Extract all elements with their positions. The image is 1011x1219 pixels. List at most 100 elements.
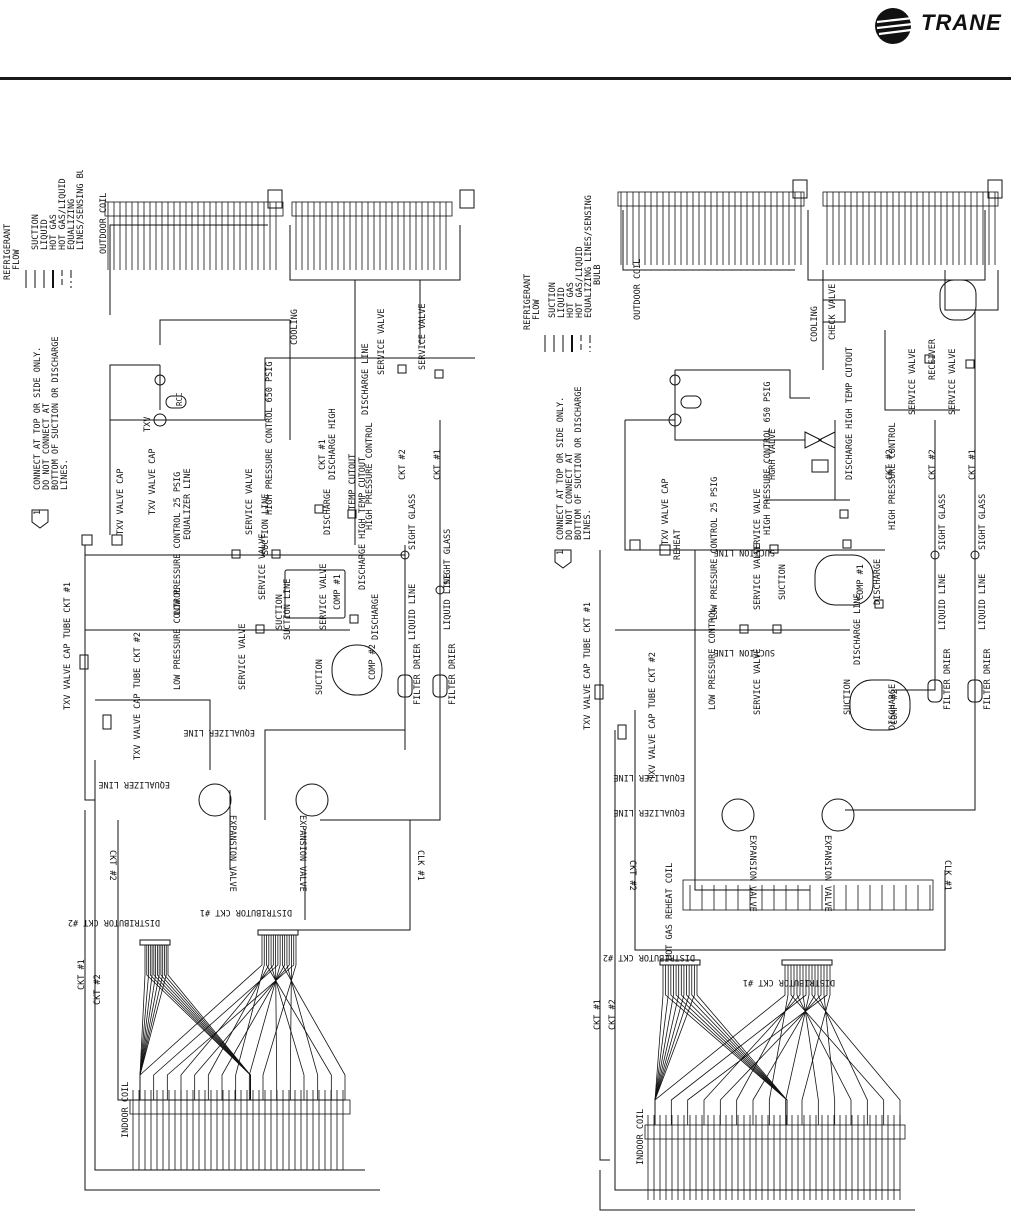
svg-text:SIGHT GLASS: SIGHT GLASS [443, 529, 453, 585]
svg-text:CKT #1: CKT #1 [968, 449, 978, 480]
distributor-tube [654, 965, 786, 1125]
svg-text:SERVICE VALVE: SERVICE VALVE [238, 623, 248, 690]
svg-text:CKT #2: CKT #2 [608, 999, 618, 1030]
svg-text:CKT #1: CKT #1 [77, 959, 87, 990]
svg-text:LOW PRESSURE CONTROL: LOW PRESSURE CONTROL [708, 608, 718, 710]
left-outdoor-coil [104, 189, 475, 270]
distributor-tube [266, 935, 332, 1100]
svg-text:CKT #2: CKT #2 [885, 449, 895, 480]
svg-text:TEMP CUTOUT: TEMP CUTOUT [348, 454, 358, 510]
svg-text:BOTTOM OF SUCTION OR DISCHARGE: BOTTOM OF SUCTION OR DISCHARGE [574, 386, 584, 540]
svg-text:SERVICE VALVE: SERVICE VALVE [319, 563, 329, 630]
svg-text:LINES.: LINES. [583, 509, 593, 540]
svg-text:LOW PRESSURE CONTROL 25 PSIG: LOW PRESSURE CONTROL 25 PSIG [173, 472, 183, 615]
svg-text:CKT #1: CKT #1 [318, 439, 328, 470]
svg-text:CONNECT AT TOP OR SIDE ONLY.: CONNECT AT TOP OR SIDE ONLY. [33, 347, 43, 490]
svg-text:DISTRIBUTOR CKT #2: DISTRIBUTOR CKT #2 [68, 917, 160, 927]
svg-text:TXV VALVE CAP TUBE CKT #2: TXV VALVE CAP TUBE CKT #2 [648, 652, 658, 780]
svg-text:HIGH PRESSURE CONTROL: HIGH PRESSURE CONTROL [365, 423, 375, 530]
svg-text:FILTER DRIER: FILTER DRIER [983, 648, 993, 710]
brand-name: TRANE [921, 10, 1002, 35]
svg-text:TXV VALVE CAP: TXV VALVE CAP [148, 448, 158, 515]
svg-text:SIGHT GLASS: SIGHT GLASS [408, 494, 418, 550]
distributor-tube [790, 965, 885, 1125]
distributor-tube [286, 935, 319, 1100]
svg-text:1: 1 [33, 510, 43, 515]
svg-text:SUCTION LINE: SUCTION LINE [714, 547, 775, 557]
svg-text:REFRIGERANT: REFRIGERANT [3, 224, 13, 280]
trane-logo: TRANE [873, 6, 1003, 46]
svg-text:EQUALIZER LINE: EQUALIZER LINE [183, 468, 193, 540]
svg-text:SERVICE VALVE: SERVICE VALVE [418, 303, 428, 370]
distributor-tube [282, 935, 346, 1100]
distributor-tube [180, 935, 274, 1100]
svg-text:EQUALIZER LINE: EQUALIZER LINE [183, 727, 255, 737]
svg-text:LIQUID LINE: LIQUID LINE [408, 584, 418, 640]
left-piping [84, 224, 475, 1191]
left-components: RCC TXV COMP #1 COMP #2 [79, 364, 448, 946]
svg-text:COOLING: COOLING [290, 309, 300, 345]
distributor-tube [736, 965, 795, 1125]
svg-text:SERVICE VALVE: SERVICE VALVE [245, 468, 255, 535]
svg-text:SIGHT GLASS: SIGHT GLASS [938, 494, 948, 550]
distributor-tube [270, 935, 305, 1100]
svg-text:CKT #2: CKT #2 [93, 974, 103, 1005]
distributor-tube [768, 965, 789, 1125]
svg-text:SUCTION: SUCTION [843, 679, 853, 715]
left-outdoor-coil-label: OUTDOOR COIL [99, 193, 109, 254]
svg-text:DISCHARGE LINE: DISCHARGE LINE [853, 593, 863, 665]
svg-text:SERVICE VALVE: SERVICE VALVE [753, 543, 763, 610]
distributor-tube [811, 965, 901, 1125]
svg-text:SUCTION LINE: SUCTION LINE [261, 494, 271, 555]
svg-text:SIGHT GLASS: SIGHT GLASS [978, 494, 988, 550]
left-legend: REFRIGERANT FLOW SUCTION LIQUID HOT GAS … [3, 170, 86, 288]
svg-text:HOT GAS/LIQUID: HOT GAS/LIQUID [58, 178, 68, 250]
svg-text:HIGH PRESSURE CONTROL: HIGH PRESSURE CONTROL [888, 423, 898, 530]
svg-text:CKT #2: CKT #2 [627, 860, 637, 891]
trane-emblem-icon [875, 8, 914, 44]
svg-text:HOT GAS: HOT GAS [49, 214, 59, 250]
svg-text:LIQUID: LIQUID [557, 287, 567, 318]
svg-text:CKT #2: CKT #2 [398, 449, 408, 480]
svg-text:SUCTION: SUCTION [275, 594, 285, 630]
svg-text:COMP #2: COMP #2 [368, 644, 378, 680]
left-refrigerant-schematic: OUTDOOR COIL REFRIGERANT FLOW SUCTION LI… [3, 170, 475, 1191]
distributor-tube [785, 965, 810, 1125]
svg-text:CKT #1: CKT #1 [433, 449, 443, 480]
svg-text:EQUALIZER LINE: EQUALIZER LINE [98, 779, 170, 789]
distributor-tube [139, 935, 263, 1100]
svg-text:FILTER DRIER: FILTER DRIER [448, 643, 458, 705]
svg-text:EXPANSION VALVE: EXPANSION VALVE [227, 815, 237, 892]
distributor-tube [248, 935, 281, 1100]
svg-text:HOT GAS REHEAT COIL: HOT GAS REHEAT COIL [665, 863, 675, 960]
svg-text:DISTRIBUTOR CKT #2: DISTRIBUTOR CKT #2 [603, 952, 695, 962]
svg-text:CONNECT AT TOP OR SIDE ONLY.: CONNECT AT TOP OR SIDE ONLY. [556, 397, 566, 540]
distributor-tube [719, 965, 822, 1125]
svg-text:SUCTION LINE: SUCTION LINE [283, 579, 293, 640]
svg-text:EXPANSION VALVE: EXPANSION VALVE [747, 835, 757, 912]
svg-text:BOTTOM OF SUCTION OR DISCHARGE: BOTTOM OF SUCTION OR DISCHARGE [51, 336, 61, 490]
right-outdoor-coil [617, 179, 1003, 265]
svg-text:RCC: RCC [175, 392, 184, 406]
svg-text:TXV VALVE CAP TUBE CKT #1: TXV VALVE CAP TUBE CKT #1 [583, 602, 593, 730]
svg-text:FLOW: FLOW [532, 299, 542, 320]
svg-text:REHEAT: REHEAT [673, 529, 683, 560]
svg-text:DISCHARGE: DISCHARGE [371, 594, 381, 640]
distributor-tube [262, 935, 297, 1100]
right-refrigerant-schematic: OUTDOOR COIL REFRIGERANT FLOW SUCTION LI… [523, 179, 1003, 1211]
left-labels: COOLING DISCHARGE LINE SERVICE VALVE SER… [63, 303, 458, 1005]
svg-text:CKT #1: CKT #1 [593, 999, 603, 1030]
right-distributor-tubes [644, 965, 906, 1200]
header-rule [0, 77, 1011, 80]
distributor-tube [235, 935, 265, 1100]
distributor-tube [801, 965, 831, 1125]
svg-text:TXV VALVE CAP: TXV VALVE CAP [116, 468, 126, 535]
svg-text:EQUALIZER LINE: EQUALIZER LINE [613, 772, 685, 782]
distributor-tube [696, 965, 788, 1125]
left-note: 1 CONNECT AT TOP OR SIDE ONLY. DO NOT CO… [31, 336, 70, 529]
svg-text:HIGH PRESSURE CONTROL 650 PSIG: HIGH PRESSURE CONTROL 650 PSIG [265, 361, 275, 515]
svg-text:FILTER DRIER: FILTER DRIER [943, 648, 953, 710]
distributor-tube [703, 965, 801, 1125]
distributor-tube [194, 935, 290, 1100]
svg-text:DISCHARGE HIGH TEMP CUTOUT: DISCHARGE HIGH TEMP CUTOUT [358, 457, 368, 590]
